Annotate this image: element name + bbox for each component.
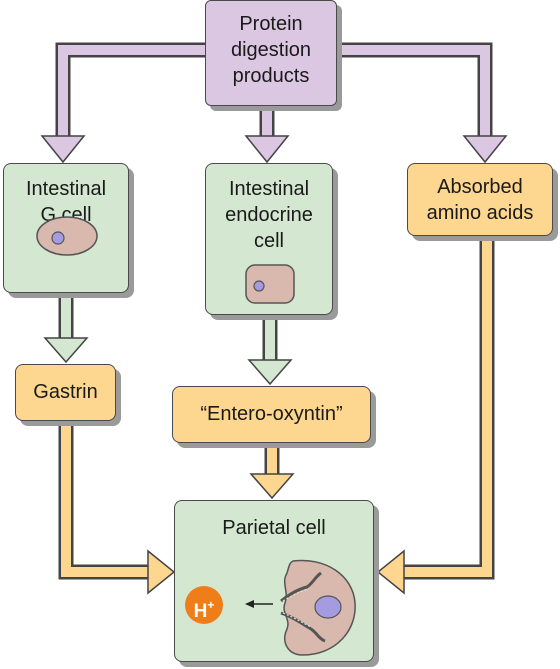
protein-to-amino-arrow <box>337 42 508 164</box>
absorbed-amino-acids-box: Absorbed amino acids <box>407 163 553 236</box>
h-ion-icon: H+ <box>185 586 223 624</box>
entero-oxyntin-label: “Entero-oxyntin” <box>200 403 343 425</box>
gastrin-to-parietal-arrow <box>58 419 176 595</box>
endocrine-cell-icon <box>245 264 295 304</box>
parietal-label: Parietal cell <box>222 517 326 539</box>
protein-digestion-box: Protein digestion products <box>205 0 337 106</box>
parietal-cell-box: Parietal cell H+ <box>174 500 374 662</box>
endocrine-line-3: cell <box>253 230 284 252</box>
endocrine-line-1: Intestinal <box>228 178 310 200</box>
protein-line-3: products <box>232 65 310 87</box>
endocrine-cell-box: Intestinal endocrine cell <box>205 163 333 315</box>
endocrine-line-2: endocrine <box>225 204 313 226</box>
parietal-cell-icon <box>245 559 356 656</box>
protein-line-2: digestion <box>230 39 312 61</box>
amino-line-1: Absorbed <box>437 176 523 198</box>
protein-to-gcell-arrow <box>40 42 205 164</box>
amino-line-2: amino acids <box>426 202 534 224</box>
entero-oxyntin-box: “Entero-oxyntin” <box>172 386 371 443</box>
h-ion-label: H <box>193 601 208 622</box>
protein-to-endocrine-arrow <box>244 106 290 164</box>
gcell-to-gastrin-arrow <box>43 293 89 364</box>
gastrin-label: Gastrin <box>33 381 98 403</box>
entero-to-parietal-arrow <box>249 441 295 500</box>
amino-to-parietal-arrow <box>376 234 495 595</box>
protein-line-1: Protein <box>239 13 303 35</box>
gastrin-box: Gastrin <box>15 364 116 421</box>
g-cell-icon <box>36 216 98 256</box>
g-cell-box: Intestinal G cell <box>3 163 129 293</box>
endocrine-to-entero-arrow <box>247 315 293 386</box>
g-cell-line-1: Intestinal <box>25 178 107 200</box>
h-ion-charge: + <box>207 598 215 612</box>
